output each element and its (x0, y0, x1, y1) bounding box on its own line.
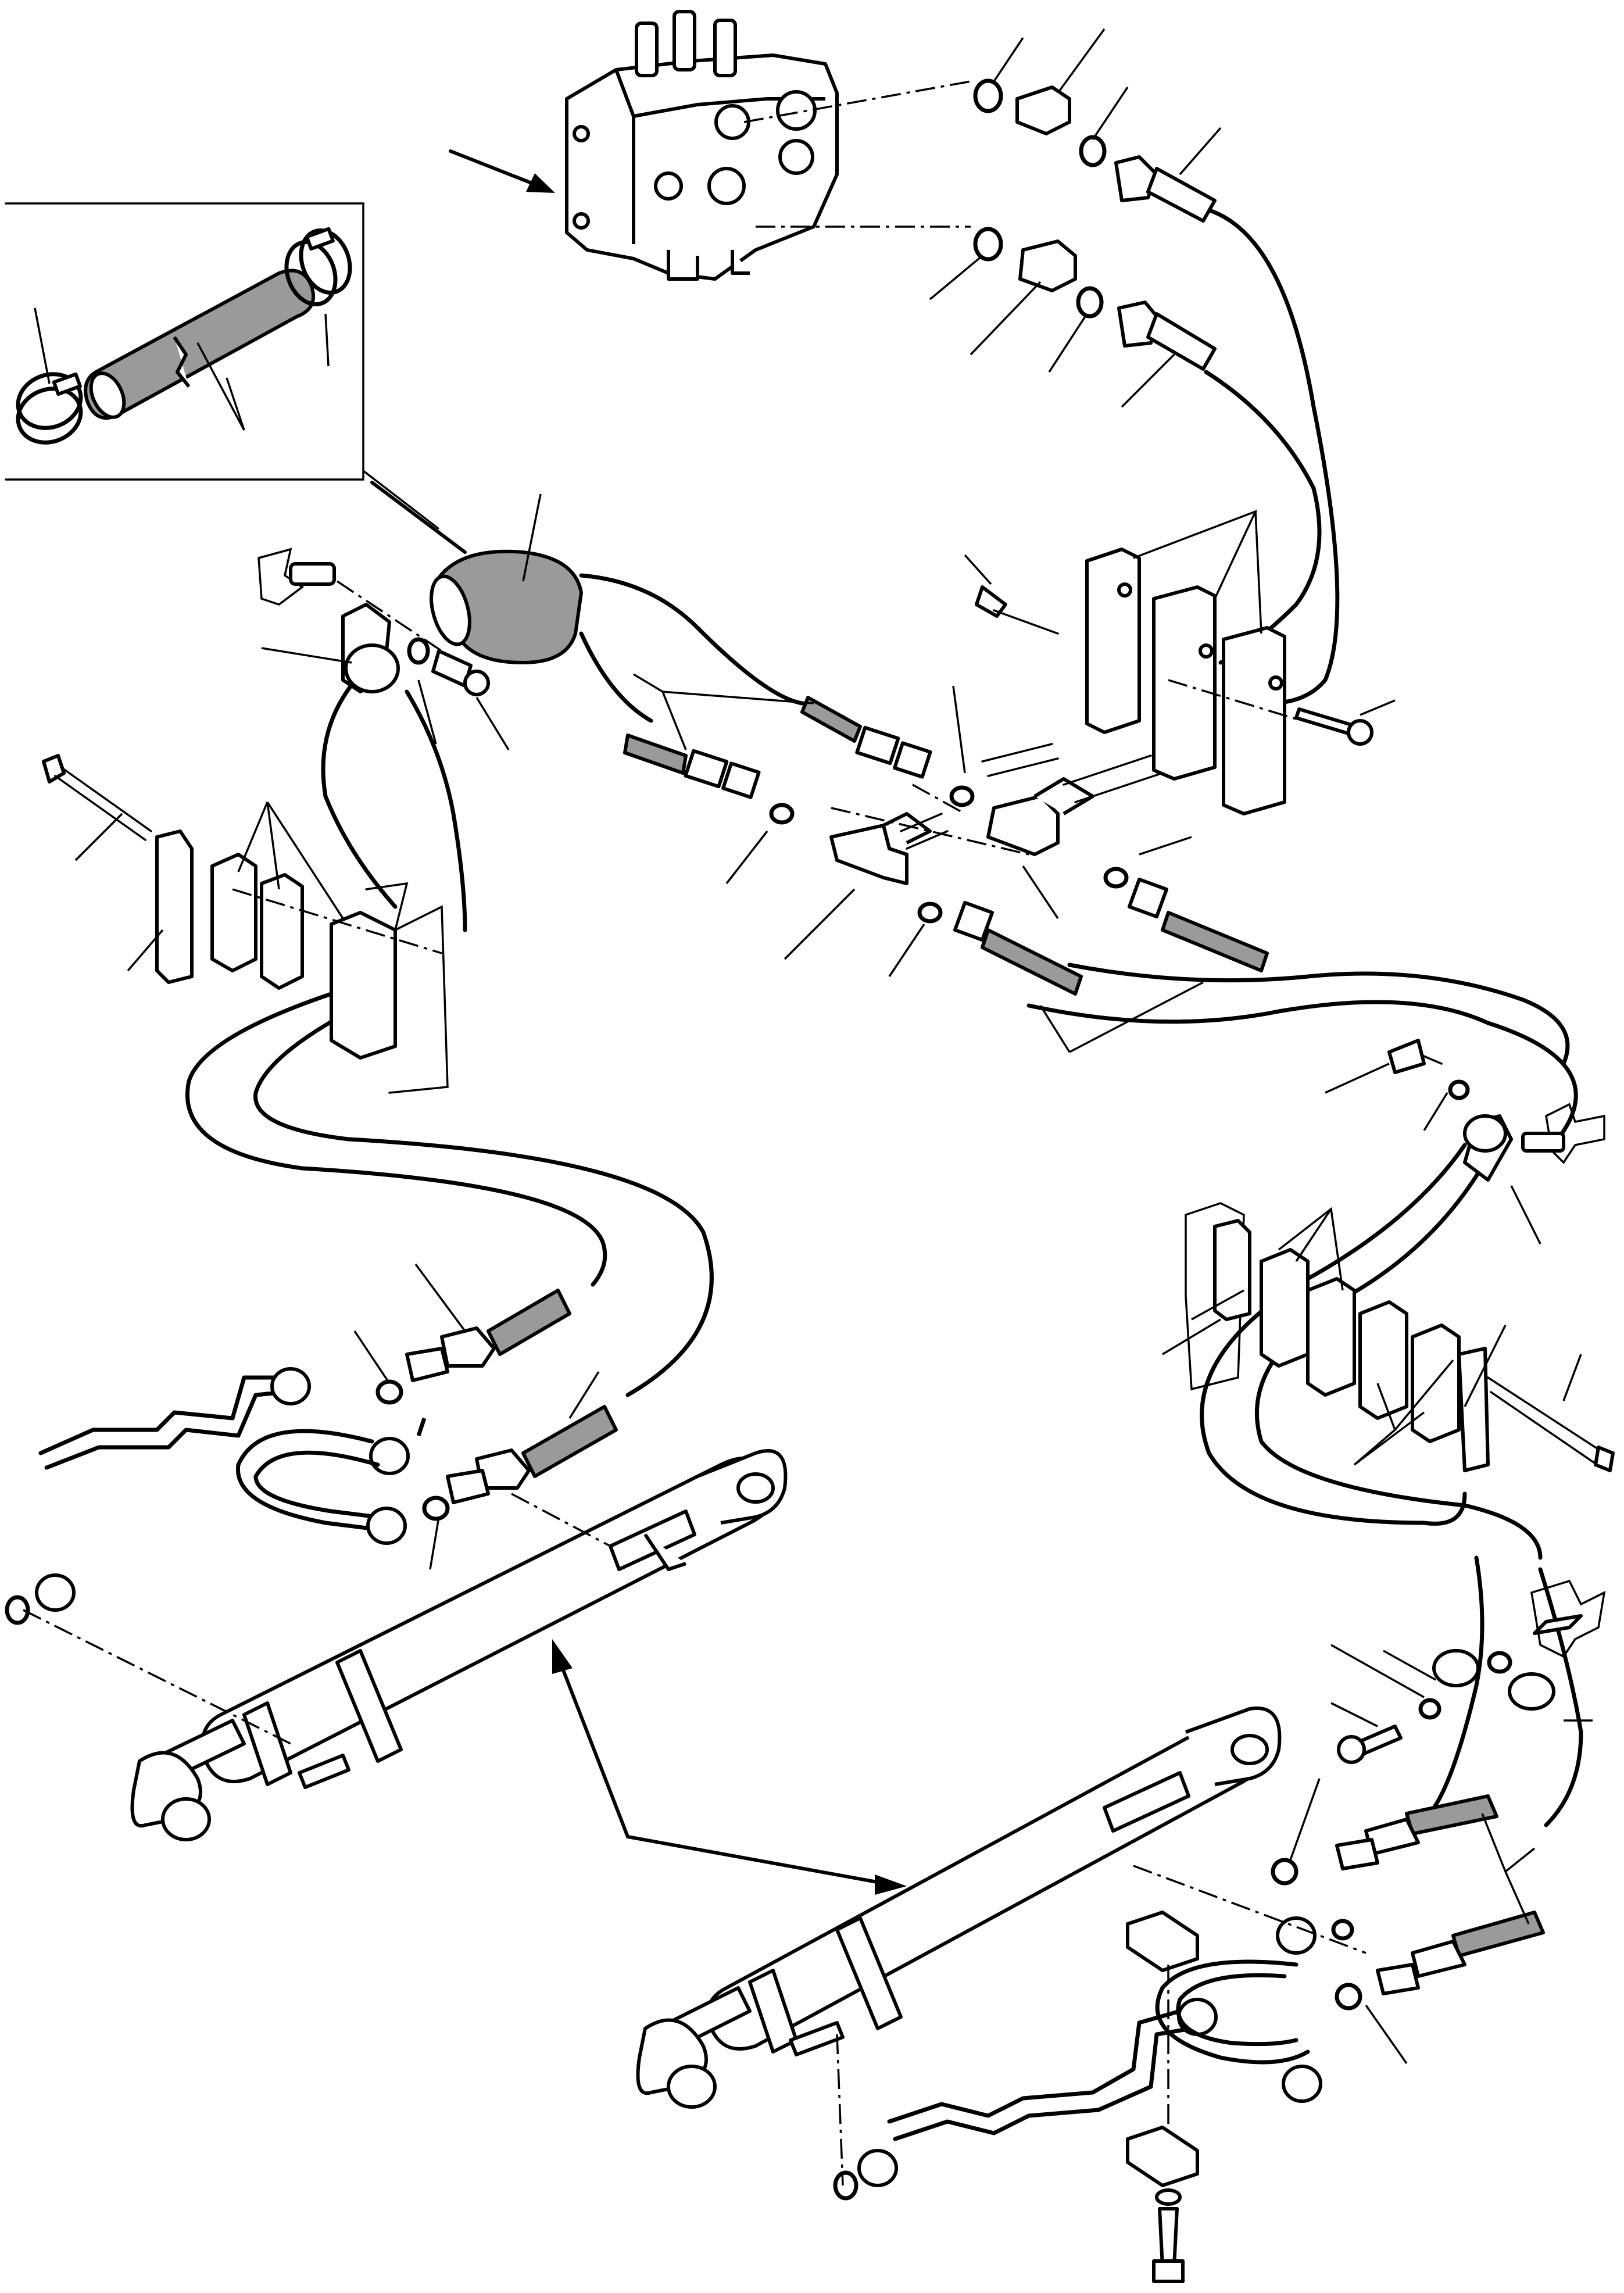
hose-protector-detail-box (5, 202, 467, 554)
left-pipe-clamp-assembly (257, 548, 510, 750)
o-ring (1335, 1983, 1362, 2011)
o-ring (422, 1496, 450, 1521)
control-valve (565, 10, 839, 281)
o-ring (973, 78, 1003, 113)
o-ring (917, 902, 943, 924)
o-ring (1076, 286, 1104, 319)
right-lift-cylinder (636, 1706, 1367, 2283)
washer (1448, 1079, 1470, 1100)
washer (1418, 1698, 1441, 1720)
left-lift-cylinder (23, 1449, 788, 1841)
washer (1487, 1651, 1512, 1674)
valve-port-fittings (743, 28, 1222, 408)
center-tee-fittings (623, 673, 1269, 1053)
o-ring (769, 803, 795, 825)
right-cylinder-fittings (833, 1778, 1545, 2201)
hose-clamp (284, 240, 338, 306)
right-block-clamp-assembly (1162, 1202, 1615, 1472)
washer (407, 637, 430, 665)
right-pipe-clamp-assembly (1325, 1039, 1605, 1244)
o-ring (973, 227, 1003, 262)
o-ring (1079, 135, 1107, 167)
lower-right-pipe-clamps (1330, 1579, 1606, 1764)
hose-routing (185, 207, 1583, 1827)
cylinder-pointer-arrow-right (626, 1835, 885, 1885)
o-ring (949, 785, 975, 807)
saddle-clamp (1126, 1911, 1199, 1972)
upper-right-block-clamps (964, 509, 1396, 815)
o-ring (1103, 867, 1129, 889)
left-block-clamp-assembly (42, 754, 449, 1094)
o-ring (1271, 1858, 1299, 1886)
saddle-clamp (1126, 2126, 1199, 2187)
left-cylinder-fittings (5, 1263, 618, 1625)
cylinder-pointer-arrow-left (556, 1655, 629, 1838)
o-ring (375, 1379, 403, 1405)
